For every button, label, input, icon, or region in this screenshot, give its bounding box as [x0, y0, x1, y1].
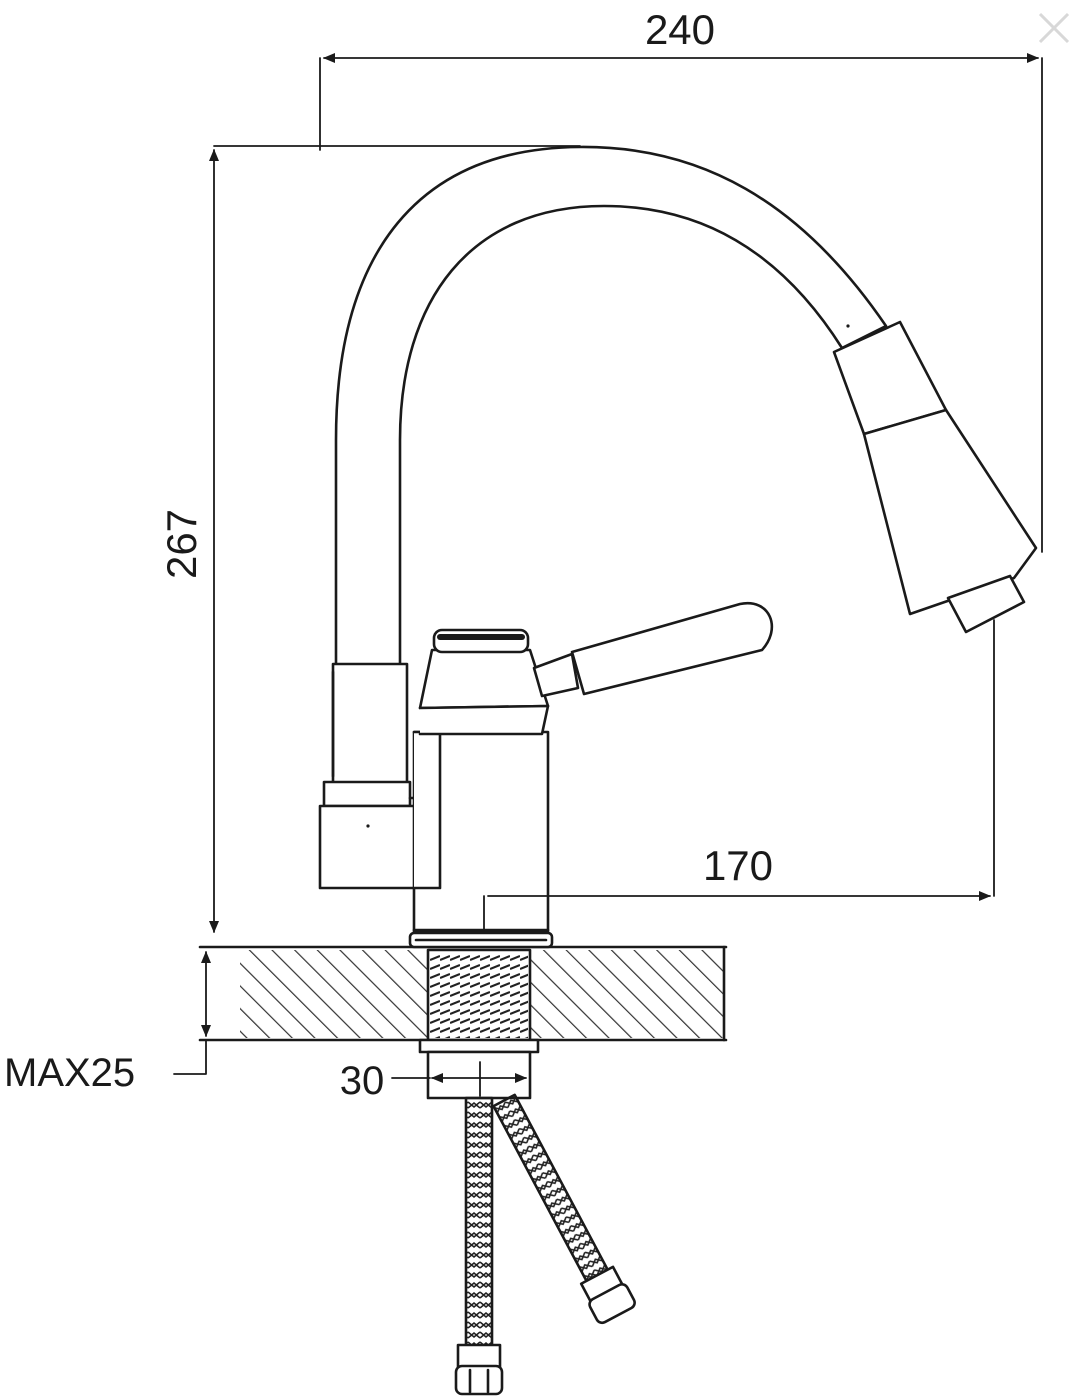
close-icon[interactable]: [1034, 8, 1074, 48]
label-spout-reach: 170: [703, 842, 773, 889]
label-max-thickness: MAX25: [4, 1051, 135, 1095]
label-overall-width: 240: [645, 6, 715, 53]
mixer-body: [412, 730, 550, 934]
dimension-shank-diameter: [391, 1061, 527, 1097]
supply-hoses: [454, 1093, 636, 1396]
dimension-overall-width: [319, 53, 1043, 553]
gooseneck-spout: [334, 145, 888, 670]
spray-head: [832, 320, 1038, 634]
dimension-max-thickness: [173, 951, 211, 1075]
label-shank-diameter: 30: [340, 1059, 385, 1103]
threaded-shank: [408, 931, 554, 1100]
dimension-spout-reach: [483, 619, 995, 931]
dimension-overall-height: [209, 145, 581, 933]
spout-swivel-base: [318, 662, 442, 890]
lever-handle: [418, 601, 774, 736]
label-overall-height: 267: [158, 509, 205, 579]
